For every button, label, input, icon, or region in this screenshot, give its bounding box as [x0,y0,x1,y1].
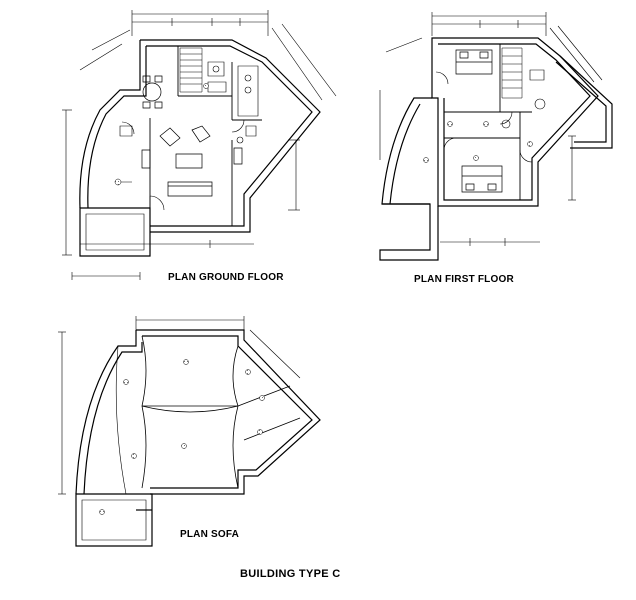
roof-level-markers [100,360,265,515]
roof-plan-title: PLAN SOFA [180,529,240,540]
ground-stairs [180,48,202,92]
roof-outline [76,330,320,546]
first-stairs [502,48,522,98]
ground-floor-title: PLAN GROUND FLOOR [168,272,284,283]
roof-ridges [116,336,300,494]
first-bathroom [502,70,545,128]
first-walls [380,38,612,260]
ground-dining-set [143,76,162,108]
first-level-markers [424,122,533,163]
first-partitions [444,44,532,200]
ground-level-markers [115,84,209,186]
ground-wc [120,126,256,143]
ground-floor-plan [62,10,336,280]
first-doors [436,72,532,162]
ground-walls [80,40,320,256]
first-floor-title: PLAN FIRST FLOOR [414,274,514,285]
first-bed-top [456,50,492,74]
sheet-title: BUILDING TYPE C [240,568,341,580]
ground-doors [122,120,244,210]
first-bed-bottom [462,166,502,192]
roof-plan [58,316,320,546]
ground-lounge-furniture [142,126,242,196]
first-dimensions [380,12,602,246]
first-floor-plan [380,12,612,260]
roof-dimensions [58,316,300,494]
ground-kitchen [208,62,258,116]
ground-partitions [150,46,262,226]
ground-dimensions [62,10,336,280]
